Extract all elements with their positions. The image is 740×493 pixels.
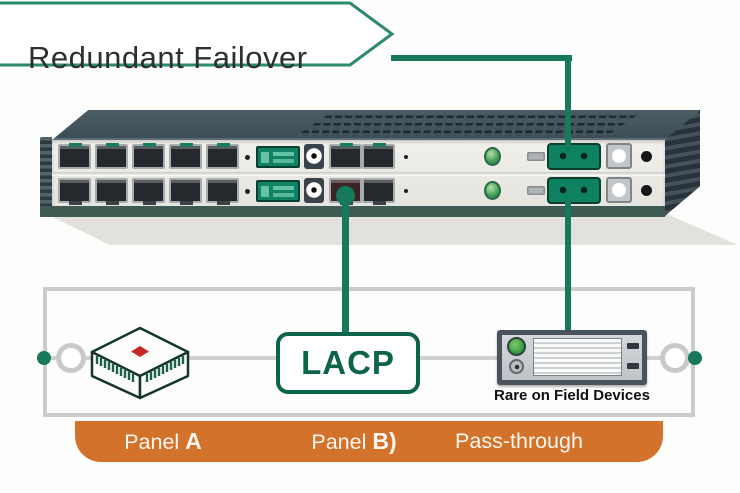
failover-connector-line <box>565 55 571 150</box>
switch-box-icon <box>90 326 190 400</box>
lacp-port-node <box>336 186 355 205</box>
panel-screw-icon <box>245 189 250 194</box>
sfp-port <box>132 178 165 205</box>
failover-connector-line <box>565 200 571 332</box>
status-led-icon <box>484 181 501 200</box>
lacp-label: LACP <box>301 344 395 381</box>
power-connector <box>547 143 601 170</box>
panel-screw-icon <box>245 155 250 160</box>
field-device-caption: Rare on Field Devices <box>494 387 650 404</box>
sfp-port <box>58 143 91 169</box>
port-id-label <box>527 152 545 161</box>
flow-endpoint-left <box>37 351 51 365</box>
port-id-label <box>527 186 545 195</box>
failover-connector-line <box>391 55 572 61</box>
sfp-port <box>206 178 239 205</box>
field-device-slot <box>627 343 639 349</box>
sfp-port <box>58 178 91 205</box>
mounting-hole-icon <box>641 185 652 196</box>
sfp-port <box>95 178 128 205</box>
field-device-knob-icon <box>509 359 524 374</box>
device-shadow <box>48 215 738 245</box>
flow-endpoint-right <box>688 351 702 365</box>
lacp-box: LACP <box>276 332 420 394</box>
lock-knob-icon <box>304 144 324 169</box>
lock-knob-icon <box>304 178 324 203</box>
failover-callout-shape <box>0 1 395 67</box>
legend-panel-b: Panel B) <box>311 421 396 463</box>
status-led-icon <box>484 147 501 166</box>
sfp-port <box>169 178 202 205</box>
legend-panel-b-text: Panel <box>311 430 373 454</box>
legend-panel-a-bold: A <box>185 428 202 454</box>
sfp-port <box>169 143 202 169</box>
field-device-led-icon <box>507 337 526 356</box>
red-diamond-icon <box>131 346 149 357</box>
sfp-port <box>329 143 362 169</box>
device-chassis-bottom <box>40 206 665 217</box>
reset-button <box>606 177 632 203</box>
legend-panel-a: Panel A <box>124 421 202 463</box>
field-device-vent-icon <box>533 338 622 376</box>
field-device-slot <box>627 363 639 369</box>
reset-button <box>606 143 632 169</box>
legend-panel-b-bold: B) <box>372 428 397 454</box>
legend-bar: Panel A Panel B) Pass-through <box>75 421 663 462</box>
sfp-port <box>95 143 128 169</box>
flow-node-left <box>56 343 86 373</box>
sfp-port <box>132 143 165 169</box>
mounting-hole-icon <box>641 151 652 162</box>
failover-callout-label: Redundant Failover <box>28 40 308 75</box>
device-port-row-2 <box>52 176 665 206</box>
label-module <box>256 180 300 202</box>
panel-screw-icon <box>404 155 408 159</box>
sfp-port <box>362 143 395 169</box>
panel-screw-icon <box>404 189 408 193</box>
sfp-port <box>362 178 395 205</box>
sfp-port <box>206 143 239 169</box>
device-left-heatsink <box>40 137 52 217</box>
legend-passthrough: Pass-through <box>455 429 583 453</box>
device-port-row-1 <box>52 142 665 172</box>
legend-panel-a-text: Panel <box>124 430 186 454</box>
lacp-connector-line <box>342 196 349 333</box>
label-module <box>256 146 300 168</box>
field-device <box>497 330 647 385</box>
power-connector <box>547 177 601 204</box>
vent-grille-icon <box>295 113 640 137</box>
row-separator <box>52 172 665 176</box>
flow-node-right <box>660 343 690 373</box>
